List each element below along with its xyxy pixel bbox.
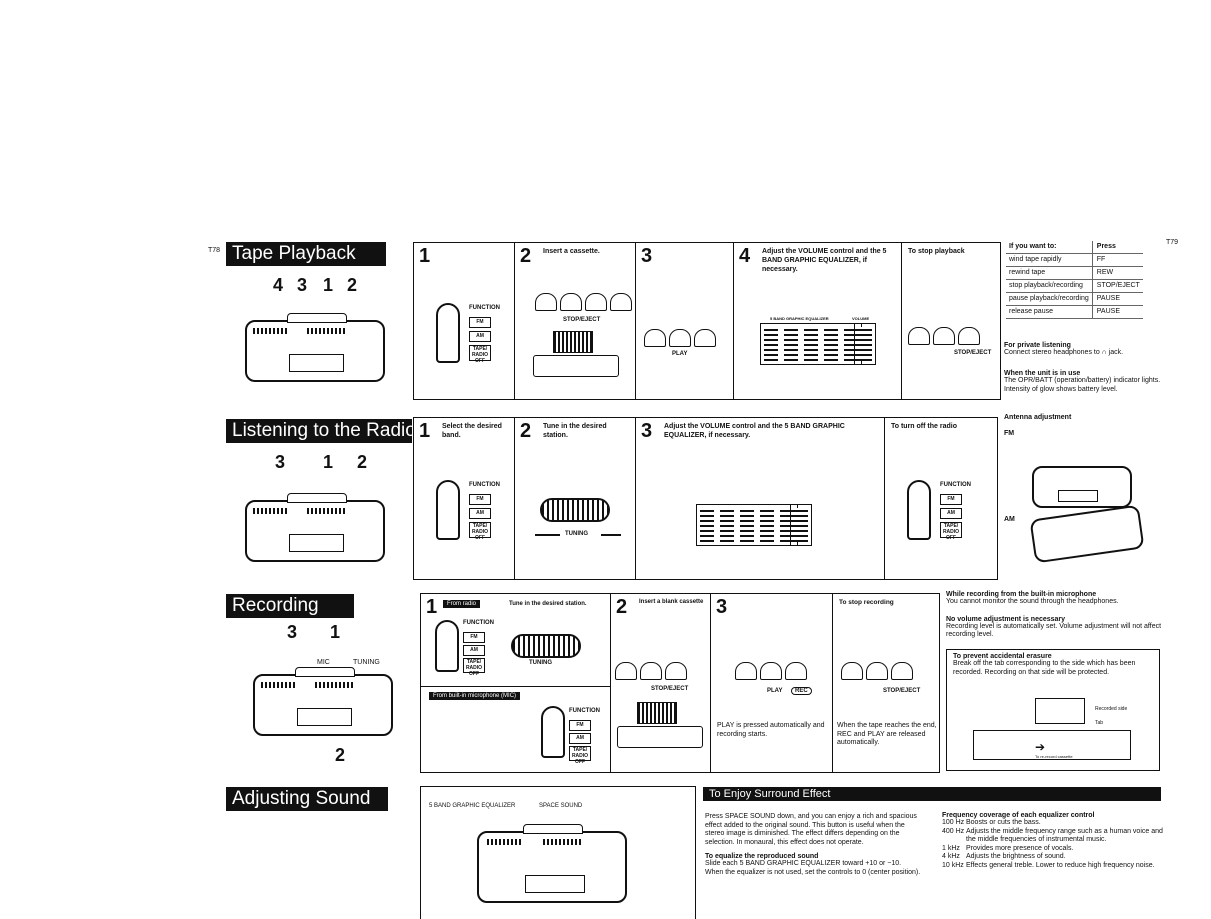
private-listening-note: For private listening Connect stereo hea… [1004,342,1164,358]
recording-unit-illustration: 3 1 MIC TUNING 2 [235,622,395,767]
tuning-dial [540,498,610,522]
recording-title: Recording [226,594,354,618]
callout-1: 1 [323,275,333,296]
radio-step-1: 1 Select the desired band. FUNCTION FM A… [414,418,515,579]
callout-3: 3 [297,275,307,296]
radio-steps-panel: 1 Select the desired band. FUNCTION FM A… [413,417,998,580]
tape-stop-playback: To stop playback STOP/EJECT [902,243,1000,399]
tape-step-1: 1 FUNCTION FM AM TAPE/ RADIO OFF [414,243,515,399]
recording-stop: To stop recording STOP/EJECT When the ta… [833,594,939,772]
surround-title: To Enjoy Surround Effect [703,787,1161,801]
page-mark-left: T78 [208,246,220,255]
tape-steps-panel: 1 FUNCTION FM AM TAPE/ RADIO OFF 2 Inser… [413,242,1001,400]
radio-turn-off: To turn off the radio FUNCTION FM AM TAP… [885,418,997,579]
radio-unit-illustration: 3 1 2 [235,452,395,572]
radio-title: Listening to the Radio [226,419,412,443]
tape-step-3: 3 PLAY [636,243,734,399]
callout-2: 2 [347,275,357,296]
sound-illustration-panel: 5 BAND GRAPHIC EQUALIZER SPACE SOUND [420,786,696,919]
recording-step-1: 1 From radio Tune in the desired station… [421,594,611,772]
stop-eject-button-2 [958,327,980,345]
tape-unit-illustration: 4 3 1 2 [235,275,395,395]
recording-notes: While recording from the built-in microp… [946,591,1164,640]
adjusting-sound-title: Adjusting Sound [226,787,388,811]
tape-step-2: 2 Insert a cassette. STOP/EJECT [515,243,636,399]
radio-step-3: 3 Adjust the VOLUME control and the 5 BA… [636,418,885,579]
recording-step-3: 3 PLAY REC PLAY is pressed automatically… [711,594,833,772]
radio-step-2: 2 Tune in the desired station. TUNING [515,418,636,579]
frequency-coverage: Frequency coverage of each equalizer con… [942,812,1164,870]
graphic-equalizer [760,323,862,365]
radio-cassette-player [245,320,385,382]
callout-4: 4 [273,275,283,296]
surround-text: Press SPACE SOUND down, and you can enjo… [705,813,921,877]
volume-slider [854,323,876,365]
erasure-box: To prevent accidental erasure Break off … [946,649,1160,771]
page-mark-right: T79 [1166,238,1178,247]
recording-step-2: 2 Insert a blank cassette STOP/EJECT [611,594,711,772]
recording-steps-panel: 1 From radio Tune in the desired station… [420,593,940,773]
stop-eject-button [585,293,607,311]
tape-step-4: 4 Adjust the VOLUME control and the 5 BA… [734,243,902,399]
tape-playback-title: Tape Playback [226,242,386,266]
play-button [644,329,666,347]
antenna-adjustment: Antenna adjustment FM AM [1004,414,1164,584]
function-switch [436,303,460,363]
unit-in-use-note: When the unit is in use The OPR/BATT (op… [1004,370,1164,394]
